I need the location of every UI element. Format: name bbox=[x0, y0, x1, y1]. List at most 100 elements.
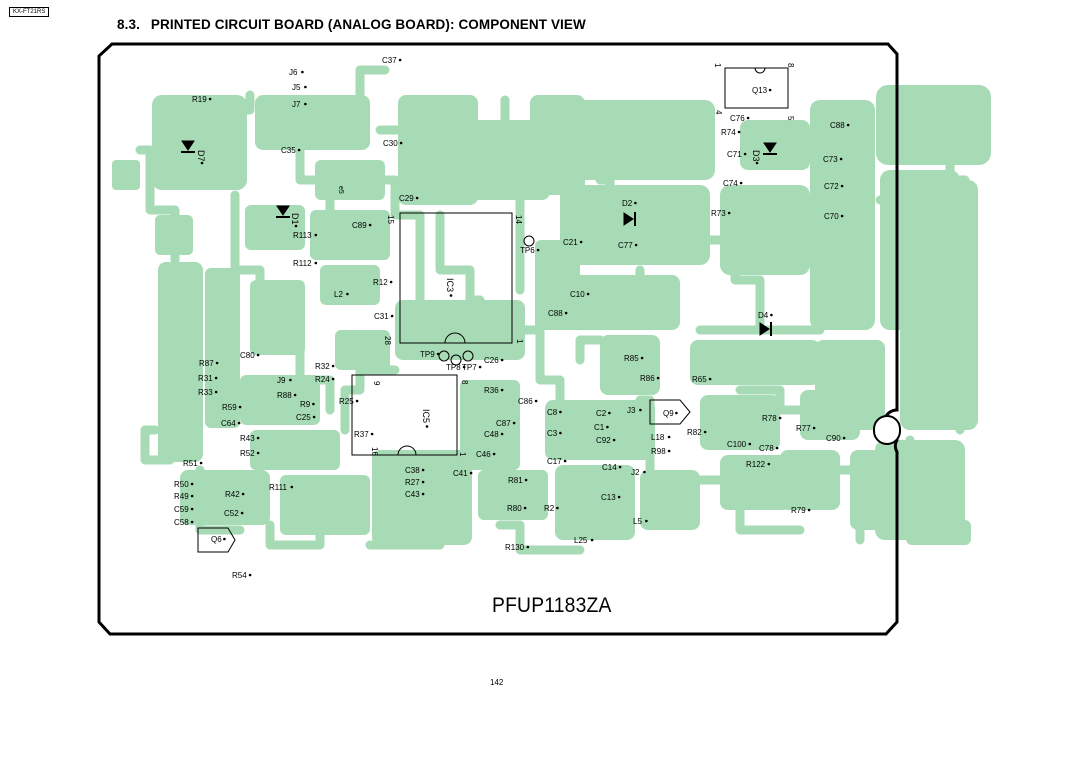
pin-number-mark: 15 bbox=[386, 215, 395, 224]
solder-pad bbox=[390, 314, 394, 318]
component-label-r113: R113 bbox=[293, 231, 312, 240]
pin-number-mark: 8 bbox=[460, 380, 469, 385]
component-label-c58: C58 bbox=[174, 518, 189, 527]
solder-pad bbox=[590, 538, 594, 542]
solder-pad bbox=[634, 201, 637, 205]
solder-pad bbox=[617, 495, 621, 499]
solder-pad bbox=[256, 451, 260, 455]
solder-pad bbox=[214, 376, 218, 380]
solder-pad bbox=[421, 480, 425, 484]
component-label-d3: D3 bbox=[751, 150, 761, 162]
solder-pad bbox=[755, 161, 759, 165]
component-label-l18: L18 bbox=[651, 433, 665, 442]
solder-pad bbox=[415, 196, 419, 200]
solder-pad bbox=[840, 214, 844, 218]
solder-pad bbox=[748, 442, 752, 446]
solder-pad bbox=[297, 148, 301, 152]
tp6-pad bbox=[523, 235, 535, 247]
component-label-r78: R78 bbox=[762, 414, 777, 423]
solder-pad bbox=[368, 223, 372, 227]
component-label-r54: R54 bbox=[232, 571, 247, 580]
solder-pad bbox=[304, 85, 307, 89]
solder-pad bbox=[208, 97, 212, 101]
component-label-r73: R73 bbox=[711, 209, 726, 218]
solder-pad bbox=[536, 248, 540, 252]
component-label-r130: R130 bbox=[505, 543, 525, 552]
solder-pad bbox=[425, 425, 429, 428]
solder-pad bbox=[215, 361, 219, 365]
solder-pad bbox=[586, 292, 590, 296]
page-heading: 8.3.PRINTED CIRCUIT BOARD (ANALOG BOARD)… bbox=[117, 17, 597, 32]
solder-pad bbox=[190, 520, 194, 524]
component-label-c74: C74 bbox=[723, 179, 738, 188]
board-part-number: PFUP1183ZA bbox=[492, 594, 612, 617]
component-label-r88: R88 bbox=[277, 391, 292, 400]
component-label-j5: J5 bbox=[292, 83, 301, 92]
component-label-r9: R9 bbox=[300, 400, 311, 409]
component-label-r81: R81 bbox=[508, 476, 523, 485]
component-label-r51: R51 bbox=[183, 459, 198, 468]
component-label-r25: R25 bbox=[339, 397, 354, 406]
solder-pad bbox=[778, 416, 782, 420]
solder-pad bbox=[839, 157, 843, 161]
right-edge-notch bbox=[873, 415, 901, 445]
component-label-d7: D7 bbox=[196, 150, 206, 162]
solder-pad bbox=[237, 421, 241, 425]
pin-number-mark: 4 bbox=[714, 110, 723, 115]
solder-pad bbox=[421, 492, 425, 496]
component-label-r50: R50 bbox=[174, 480, 189, 489]
solder-pad bbox=[768, 88, 772, 92]
pin-number-mark: e5 bbox=[337, 186, 344, 194]
component-label-ic3: IC3 bbox=[445, 278, 455, 292]
component-label-c2: C2 bbox=[596, 409, 607, 418]
solder-pad bbox=[634, 243, 638, 247]
solder-pad bbox=[564, 311, 568, 315]
component-label-c35: C35 bbox=[281, 146, 296, 155]
component-label-c1: C1 bbox=[594, 423, 605, 432]
component-label-r87: R87 bbox=[199, 359, 214, 368]
solder-pad bbox=[492, 452, 496, 456]
component-label-l25: L25 bbox=[574, 536, 588, 545]
solder-pad bbox=[807, 508, 811, 512]
solder-pad bbox=[812, 426, 816, 430]
page-number: 142 bbox=[490, 678, 504, 687]
component-label-r2: R2 bbox=[544, 504, 555, 513]
component-label-c37: C37 bbox=[382, 56, 397, 65]
solder-pad bbox=[256, 436, 260, 440]
solder-pad bbox=[248, 573, 252, 577]
component-label-j2: J2 bbox=[631, 468, 640, 477]
component-label-r43: R43 bbox=[240, 434, 255, 443]
component-label-c41: C41 bbox=[453, 469, 468, 478]
component-label-r31: R31 bbox=[198, 374, 213, 383]
component-label-q13: Q13 bbox=[752, 86, 768, 95]
component-label-c48: C48 bbox=[484, 430, 499, 439]
solder-pad bbox=[842, 436, 846, 440]
solder-pad bbox=[775, 446, 779, 450]
tp8-pad bbox=[450, 354, 462, 366]
solder-pad bbox=[703, 430, 707, 434]
solder-pad bbox=[331, 377, 335, 381]
solder-pad bbox=[289, 378, 292, 382]
solder-pad bbox=[500, 432, 504, 436]
component-label-c88: C88 bbox=[548, 309, 563, 318]
solder-pad bbox=[314, 261, 318, 265]
component-label-r79: R79 bbox=[791, 506, 806, 515]
component-label-r85: R85 bbox=[624, 354, 639, 363]
component-label-c80: C80 bbox=[240, 351, 255, 360]
component-label-c14: C14 bbox=[602, 463, 617, 472]
component-label-c90: C90 bbox=[826, 434, 841, 443]
solder-pad bbox=[612, 438, 616, 442]
solder-pad bbox=[846, 123, 850, 127]
component-label-r37: R37 bbox=[354, 430, 369, 439]
component-label-c46: C46 bbox=[476, 450, 491, 459]
tp7-pad bbox=[462, 350, 474, 362]
tp9-pad bbox=[438, 350, 450, 362]
solder-pad bbox=[214, 390, 218, 394]
solder-pad bbox=[639, 408, 642, 412]
component-label-r82: R82 bbox=[687, 428, 702, 437]
solder-pad bbox=[190, 494, 194, 498]
pin-number-mark: 16 bbox=[370, 447, 379, 456]
copper-traces bbox=[135, 65, 970, 555]
pin-number-mark: 1 bbox=[458, 452, 467, 457]
